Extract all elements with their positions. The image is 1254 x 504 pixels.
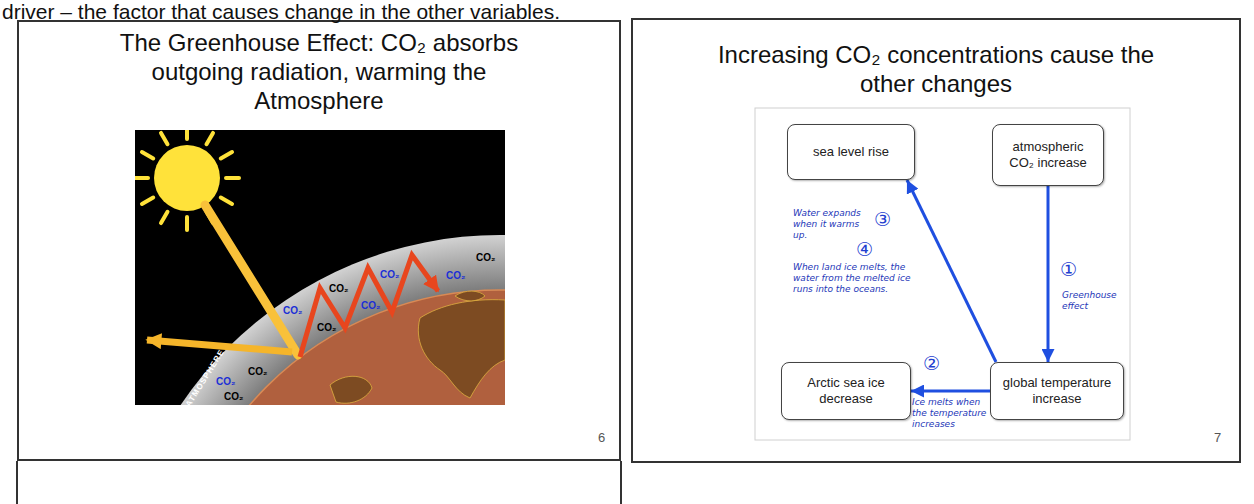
continent	[455, 291, 485, 301]
slide-panel: Increasing CO₂ concentrations cause the …	[631, 18, 1241, 463]
molecule-label: CO₂	[380, 269, 399, 281]
molecule-label: CO₂	[283, 305, 302, 317]
slide-border	[620, 461, 622, 504]
molecule-label: CO₂	[224, 391, 243, 403]
process-box: sea level rise	[787, 124, 915, 180]
figure-frame	[755, 108, 1130, 440]
node-label: global temperature increase	[999, 375, 1115, 407]
node-label: Arctic sea ice decrease	[790, 375, 902, 407]
callout-number: ①	[1060, 258, 1077, 280]
outgoing-radiation	[300, 255, 438, 357]
sun-ray	[221, 152, 232, 159]
callout-number: ④	[856, 238, 873, 260]
sun-ray	[161, 212, 168, 223]
connector-arrow	[911, 390, 990, 393]
slide-border	[16, 461, 18, 504]
connector-arrow	[907, 180, 996, 362]
sun-ray	[185, 130, 189, 139]
atmosphere-band	[135, 235, 505, 405]
slide-title: The Greenhouse Effect: CO₂ absorbs outgo…	[89, 28, 549, 115]
continent	[418, 300, 505, 398]
slide-number: 6	[598, 430, 605, 445]
page-text: driver – the factor that causes change i…	[2, 0, 560, 24]
edge-label: Ice melts when the temperature increases	[912, 397, 992, 430]
molecule-label: CO₂	[248, 366, 267, 378]
molecule-label: CO₂	[361, 300, 380, 312]
molecule-label: CO₂	[329, 283, 348, 295]
slide-panel: The Greenhouse Effect: CO₂ absorbs outgo…	[17, 20, 621, 461]
process-box: Arctic sea ice decrease	[781, 362, 911, 420]
incoming-radiation	[205, 205, 298, 355]
callout-number: ②	[923, 352, 940, 374]
connector-arrow	[1047, 186, 1050, 362]
greenhouse-illustration	[135, 130, 505, 405]
process-box: atmospheric CO₂ increase	[992, 124, 1104, 186]
sun-ray	[221, 198, 232, 205]
sun-ray	[226, 176, 239, 180]
sun-rays	[135, 130, 239, 230]
sun-ray	[161, 133, 168, 144]
slide-title: Increasing CO₂ concentrations cause the …	[711, 40, 1161, 98]
sun-ray	[142, 152, 153, 159]
molecule-label: CO₂	[446, 270, 465, 282]
edge-label: Greenhouse effect	[1062, 290, 1120, 312]
sun-ray	[142, 198, 153, 205]
edge-label: Water expands when it warms up.	[793, 208, 871, 241]
sun-ray	[135, 176, 148, 180]
callout-number: ③	[874, 208, 891, 230]
molecule-label: CO₂	[317, 322, 336, 334]
annotation-note: When land ice melts, the water from the …	[793, 262, 911, 295]
node-label: atmospheric CO₂ increase	[1001, 139, 1095, 171]
slide-number: 7	[1214, 430, 1221, 445]
node-label: sea level rise	[813, 144, 889, 160]
process-box: global temperature increase	[990, 362, 1124, 420]
sun	[154, 145, 220, 211]
molecule-label: CO₂	[216, 376, 235, 388]
sun-ray	[185, 217, 189, 230]
sun-ray	[207, 133, 214, 144]
continent	[330, 376, 372, 403]
molecule-label: CO₂	[476, 252, 495, 264]
